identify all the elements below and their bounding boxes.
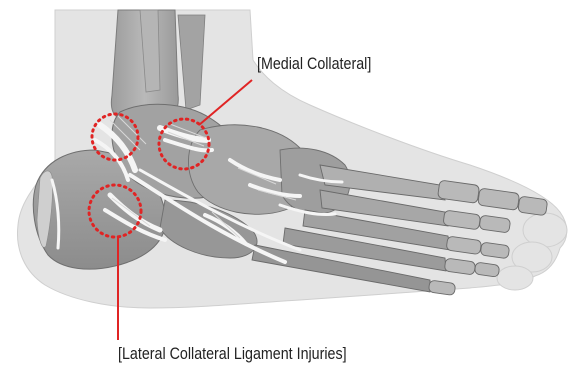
medial-collateral-label: [Medial Collateral] [257, 54, 371, 74]
lateral-collateral-ligament-label: [Lateral Collateral Ligament Injuries] [118, 344, 347, 364]
